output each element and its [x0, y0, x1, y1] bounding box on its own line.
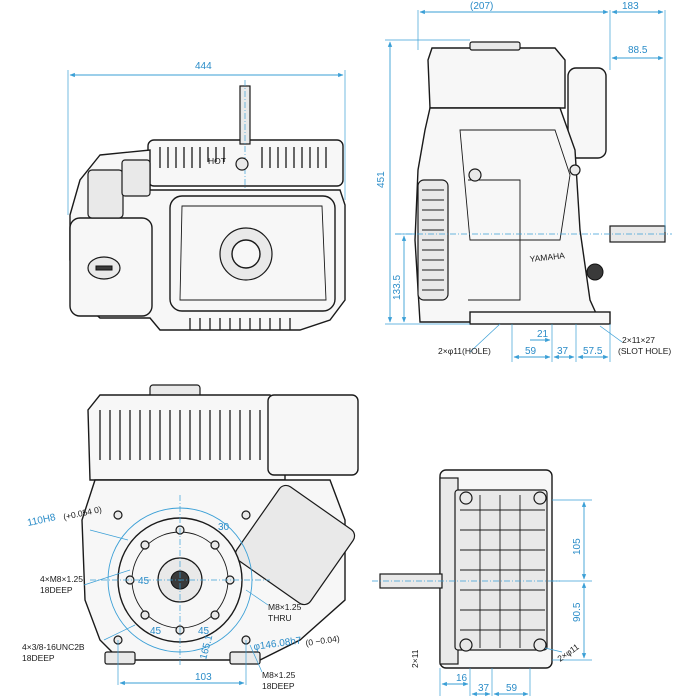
dim-side-59: 59 — [525, 346, 537, 357]
dim-rear-90-5: 90.5 — [572, 602, 583, 622]
base-view: 105 90.5 16 37 59 2×11 2×φ11 — [372, 469, 592, 697]
label-m8-deep-b: 18DEEP — [262, 681, 295, 691]
label-m8-thru-a: M8×1.25 — [268, 602, 302, 612]
dim-side-21: 21 — [537, 329, 549, 340]
base-ribs — [460, 495, 545, 648]
dim-overall-width: 444 — [195, 61, 212, 72]
dim-front-45a: 45 — [138, 576, 150, 587]
dim-side-37: 37 — [557, 346, 569, 357]
brand-label: YAMAHA — [529, 250, 565, 264]
label-slot-a: 2×11×27 — [622, 335, 655, 345]
dim-front-103: 103 — [195, 672, 212, 683]
dim-front-45b: 45 — [150, 626, 162, 637]
dim-height: 451 — [376, 171, 387, 188]
dim-rear-16: 16 — [456, 673, 468, 684]
dim-rear-37: 37 — [478, 683, 490, 694]
label-unc-b: 18DEEP — [22, 653, 55, 663]
label-hole: 2×φ11(HOLE) — [438, 346, 491, 356]
dim-side-88-5: 88.5 — [628, 45, 648, 56]
label-m8-thru-b: THRU — [268, 613, 292, 623]
side-view: YAMAHA (207) 183 88.5 451 133.5 21 59 — [376, 1, 672, 362]
top-fins — [159, 147, 327, 168]
dim-shaft-height: 133.5 — [392, 275, 403, 300]
dim-side-57-5: 57.5 — [583, 346, 603, 357]
label-unc-a: 4×3/8-16UNC2B — [22, 642, 85, 652]
dim-front-45c: 45 — [198, 626, 210, 637]
dim-side-183: 183 — [622, 1, 639, 12]
dim-rear-105: 105 — [572, 538, 583, 555]
label-slot-b: (SLOT HOLE) — [618, 346, 671, 356]
hot-label: HOT — [208, 156, 226, 166]
label-m8-deep-a: M8×1.25 — [262, 670, 296, 680]
label-bolt-circle-tol: (0 −0.04) — [305, 633, 340, 648]
base-fins — [189, 318, 291, 330]
dim-side-ref: (207) — [470, 1, 493, 12]
flange-bolts — [113, 510, 251, 645]
label-tap-a: 4×M8×1.25 — [40, 574, 83, 584]
top-view: HOT 444 — [67, 61, 346, 331]
label-pilot: 110H8 — [26, 512, 57, 529]
label-tap-b: 18DEEP — [40, 585, 73, 595]
hot-warning-icon — [235, 157, 249, 171]
label-rear-hole-l: 2×11 — [410, 649, 420, 668]
side-fins — [422, 189, 444, 291]
front-fins — [99, 410, 261, 460]
dim-rear-59: 59 — [506, 683, 518, 694]
dim-front-30: 30 — [218, 522, 230, 533]
front-view: 45 45 45 30 165.1 103 110H8 (+0.054 0) 4… — [22, 384, 359, 691]
